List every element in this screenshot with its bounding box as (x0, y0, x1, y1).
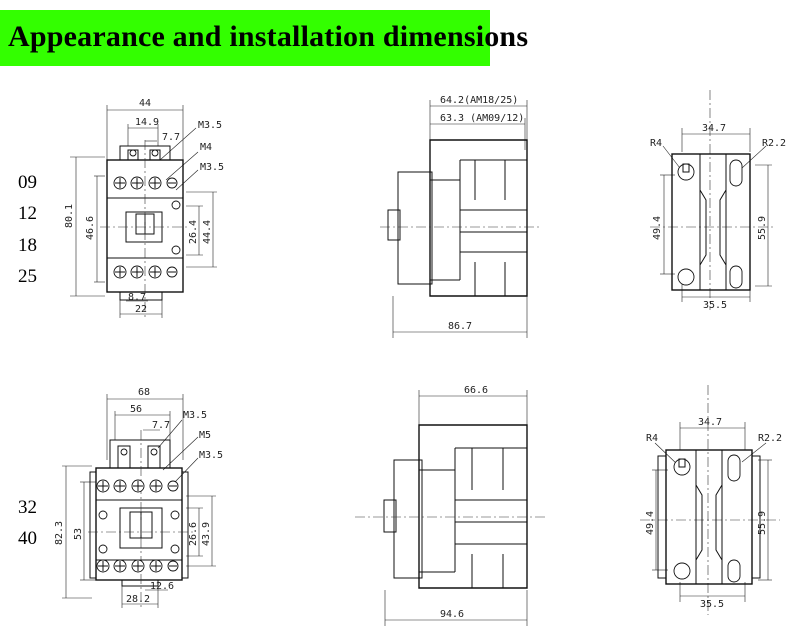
side-view-small: 64.2(AM18/25) 63.3 (AM09/12) 86.7 (380, 95, 540, 338)
dim-label: 86.7 (448, 321, 472, 332)
dim-label: R2.2 (758, 433, 782, 444)
dim-label: 55.9 (757, 511, 768, 535)
dim-label: 14.9 (135, 117, 159, 128)
front-view-large: 68 56 7.7 M3.5 M5 M3.5 12.6 28.2 82.3 53… (54, 387, 223, 610)
dim-label: R4 (650, 138, 662, 149)
title-banner (0, 10, 490, 66)
dim-label: 35.5 (703, 300, 727, 311)
dim-label: 66.6 (464, 385, 488, 396)
model-label: 12 (18, 203, 37, 224)
dim-label: 7.7 (152, 420, 170, 431)
dim-label: M4 (200, 142, 212, 153)
dim-label: M3.5 (198, 120, 222, 131)
dim-label: 8.7 (128, 292, 146, 303)
dim-label: R4 (646, 433, 658, 444)
model-label: 32 (18, 497, 37, 518)
dim-label: 49.4 (645, 511, 656, 535)
dim-label: 28.2 (126, 594, 150, 605)
model-label: 09 (18, 172, 37, 193)
dim-label: 94.6 (440, 609, 464, 620)
dim-label: 55.9 (757, 216, 768, 240)
dim-label: R2.2 (762, 138, 786, 149)
dim-label: 44 (139, 98, 151, 109)
dim-label: 80.1 (64, 204, 75, 228)
dim-label: 26.6 (188, 522, 199, 546)
dim-label: 82.3 (54, 521, 65, 545)
dim-label: 34.7 (698, 417, 722, 428)
dim-label: 46.6 (85, 216, 96, 240)
dim-label: 56 (130, 404, 142, 415)
dim-label: 43.9 (201, 522, 212, 546)
back-view-small: 34.7 R4 R2.2 35.5 49.4 55.9 (650, 90, 786, 311)
dim-label: M3.5 (199, 450, 223, 461)
dim-label: M3.5 (183, 410, 207, 421)
dim-label: 12.6 (150, 581, 174, 592)
dim-label: 7.7 (162, 132, 180, 143)
dim-label: 22 (135, 304, 147, 315)
dim-label: 68 (138, 387, 150, 398)
model-label: 25 (18, 266, 37, 287)
dim-label: 53 (73, 528, 84, 540)
model-label: 40 (18, 528, 37, 549)
dim-label: 34.7 (702, 123, 726, 134)
dim-label: 35.5 (700, 599, 724, 610)
side-view-large: 66.6 94.6 (355, 385, 545, 626)
dim-label: 44.4 (202, 220, 213, 244)
dim-label: 26.4 (188, 220, 199, 244)
dim-label: M5 (199, 430, 211, 441)
front-view-small: 44 14.9 7.7 M3.5 M4 M3.5 8.7 22 80.1 46.… (64, 98, 224, 318)
back-view-large: 34.7 R4 R2.2 35.5 49.4 55.9 (640, 385, 782, 615)
dim-label: M3.5 (200, 162, 224, 173)
dim-label: 64.2(AM18/25) (440, 95, 518, 106)
dim-label: 63.3 (AM09/12) (440, 113, 524, 124)
page-title: Appearance and installation dimensions (8, 20, 529, 53)
dim-label: 49.4 (652, 216, 663, 240)
model-label: 18 (18, 235, 37, 256)
